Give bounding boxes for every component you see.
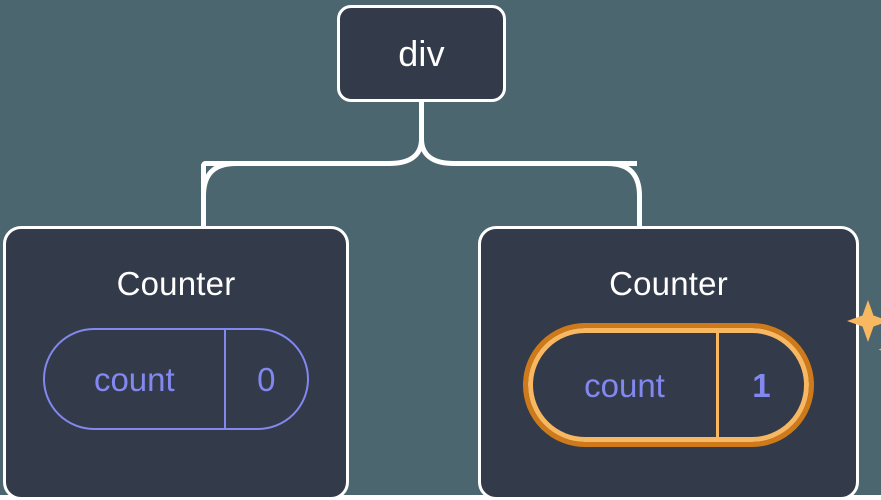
counter-left-title: Counter [116,265,236,302]
counter-right-state-wrap: count 1 [481,300,881,447]
root-node-label: div [398,32,445,74]
counter-left-state-wrap: count 0 [6,328,346,430]
counter-right-title: Counter [609,265,728,302]
state-value-label: 1 [752,366,771,404]
state-key-label: count [45,330,226,428]
state-pill-count-0[interactable]: count 0 [43,328,309,430]
state-key-label: count [533,333,719,437]
state-value-label: 0 [257,360,276,398]
state-pill-count-1-highlighted[interactable]: count 1 [523,323,814,447]
node-root-div[interactable]: div [337,5,506,102]
node-counter-right[interactable]: Counter count 1 [478,226,881,500]
node-counter-left[interactable]: Counter count 0 [3,226,349,500]
sparkles-icon [847,300,881,351]
